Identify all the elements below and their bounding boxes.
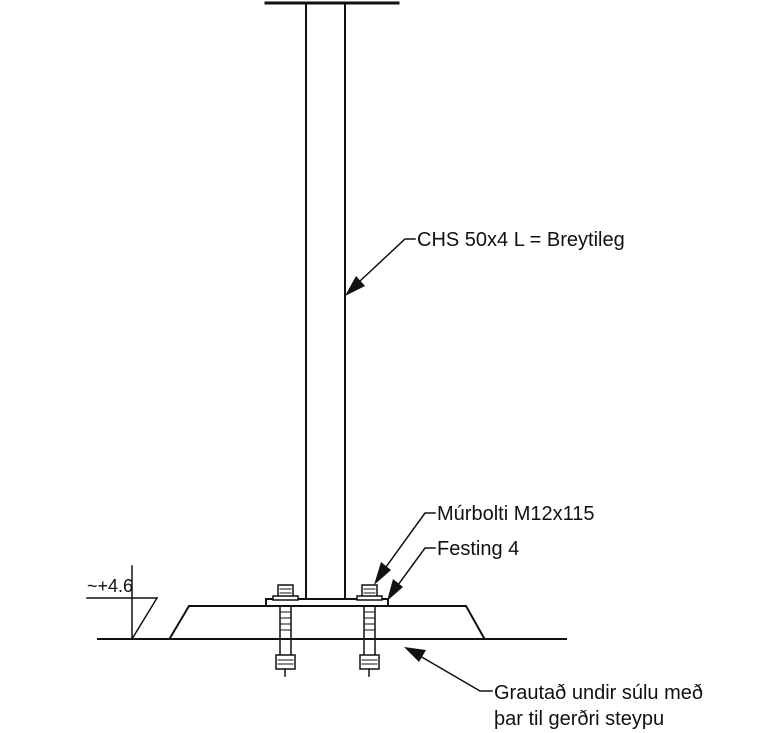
anchor-bolt-label: Múrbolti M12x115: [437, 503, 594, 525]
level-label: ~+4.6: [87, 576, 133, 596]
leader-fixing: Festing 4: [387, 538, 519, 601]
grout-label-line-1: Grautað undir súlu með: [494, 682, 703, 704]
leader-fixing-arrowhead: [387, 579, 403, 601]
anchor-bolt-right: [356, 584, 383, 677]
column-chs: [305, 3, 346, 598]
anchor-bolt-left: [272, 584, 299, 677]
leader-anchor-bolt: Múrbolti M12x115: [374, 503, 594, 585]
grout-bed: [168, 605, 486, 640]
grout-label-line-2: þar til gerðri steypu: [494, 708, 664, 730]
column-label: CHS 50x4 L = Breytileg: [417, 229, 625, 251]
leader-grout: Grautað undir súlu með þar til gerðri st…: [404, 647, 703, 730]
leader-column-arrowhead: [345, 276, 365, 296]
leader-anchor-bolt-arrowhead: [374, 562, 391, 585]
leader-grout-arrowhead: [404, 647, 426, 662]
leader-column: CHS 50x4 L = Breytileg: [345, 229, 625, 296]
base-plate: [265, 598, 389, 607]
fixing-label: Festing 4: [437, 538, 519, 560]
level-marker: ~+4.6: [86, 565, 159, 641]
